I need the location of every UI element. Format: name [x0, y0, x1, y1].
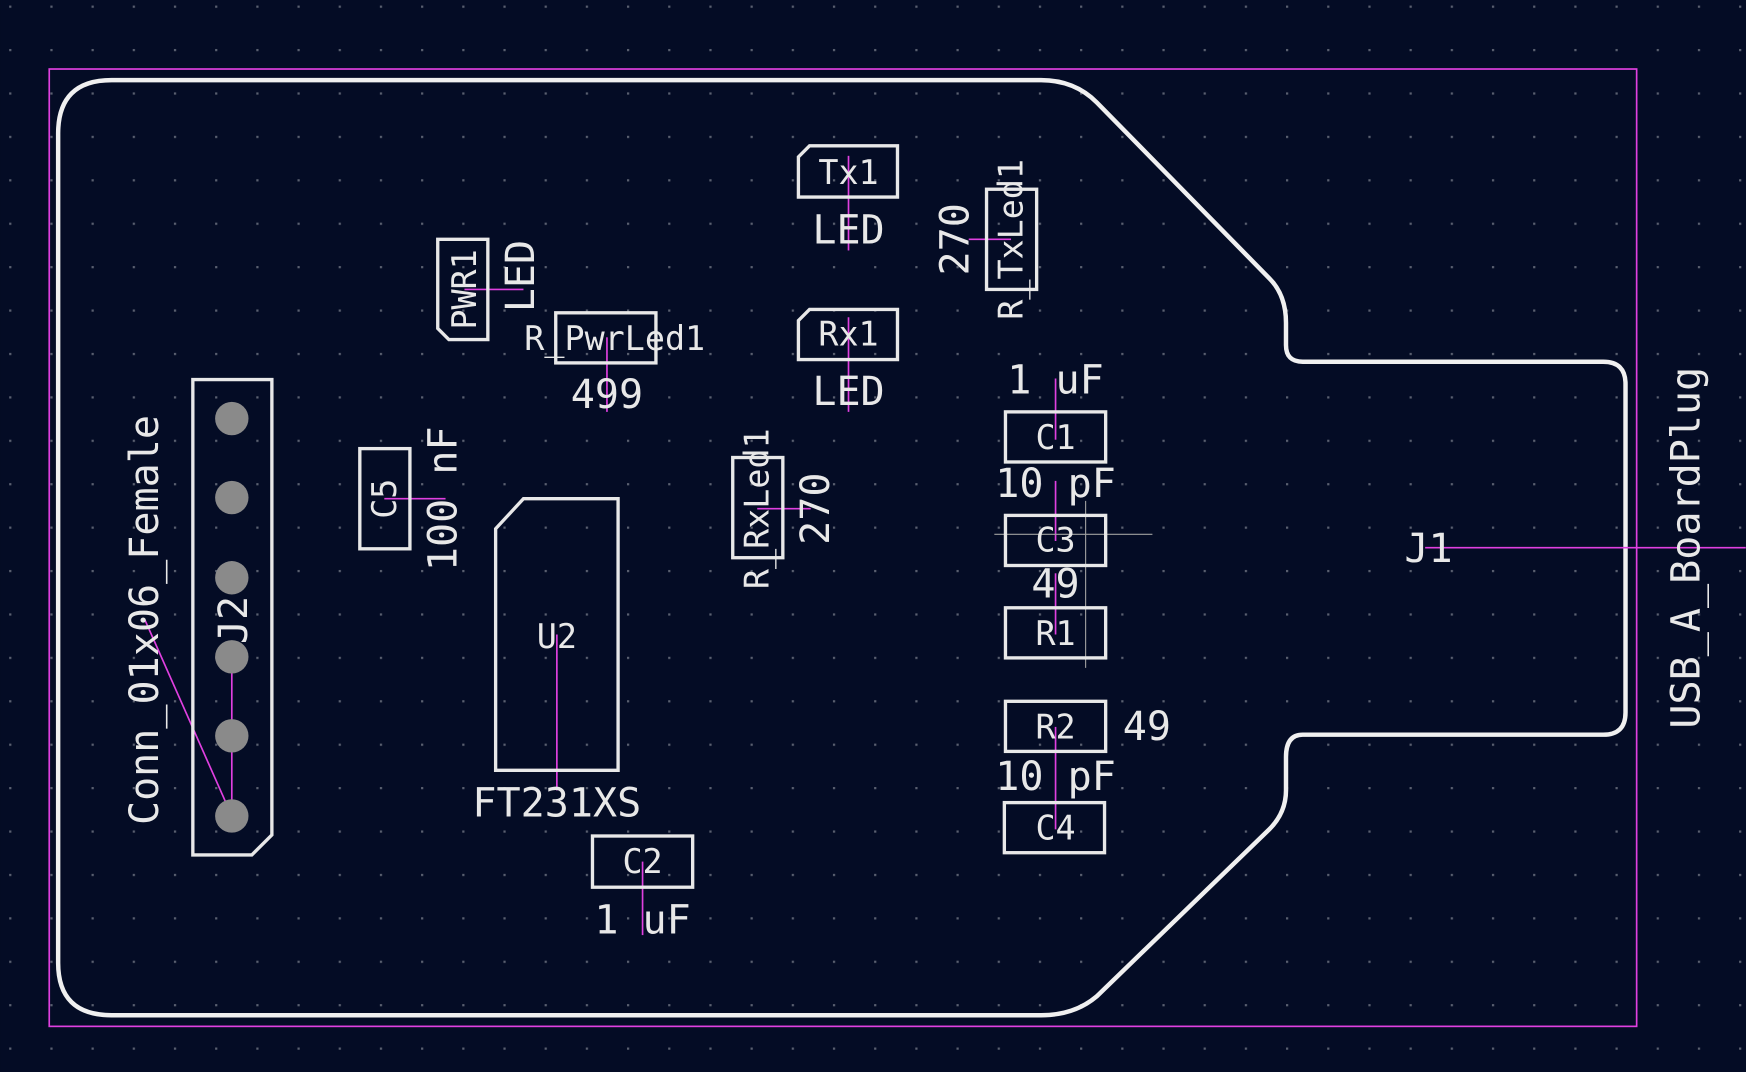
u2-value: FT231XS — [472, 781, 641, 827]
c5-value: 100 nF — [420, 426, 466, 571]
j1-ref: J1 — [1404, 526, 1452, 572]
r-txled1-ref: R_TxLed1 — [992, 159, 1032, 320]
r-pwrled1-ref: R_PwrLed1 — [524, 319, 705, 359]
board-outline[interactable] — [55, 77, 1628, 1018]
c3-ref: C3 — [1035, 520, 1075, 559]
j2-footprint[interactable] — [191, 377, 274, 857]
j1-value: USB_A_BoardPlug — [1664, 367, 1710, 729]
pad[interactable] — [215, 719, 249, 753]
c5-footprint[interactable] — [358, 446, 412, 551]
pad[interactable] — [215, 640, 249, 674]
r1-ref: R1 — [1035, 614, 1075, 653]
j2-pads — [215, 401, 249, 833]
pad[interactable] — [215, 480, 249, 515]
r2-value: 49 — [1123, 704, 1171, 750]
rx1-footprint[interactable] — [796, 307, 900, 362]
r2-footprint[interactable] — [1003, 699, 1108, 754]
pad[interactable] — [215, 799, 249, 833]
tx1-footprint[interactable] — [796, 144, 900, 199]
r-rxled1-ref: R_RxLed1 — [738, 428, 778, 589]
r-rxled1-footprint[interactable] — [731, 455, 785, 560]
c3-footprint[interactable] — [1003, 513, 1108, 568]
c4-value: 10 pF — [995, 754, 1116, 800]
c2-footprint[interactable] — [590, 834, 695, 889]
r-pwrled1-footprint[interactable] — [554, 311, 658, 365]
pad[interactable] — [215, 401, 249, 436]
rx1-value: LED — [812, 369, 884, 415]
c2-value: 1 uF — [594, 898, 690, 944]
c3-value: 10 pF — [995, 461, 1116, 507]
pad[interactable] — [215, 561, 249, 595]
c5-ref: C5 — [365, 479, 404, 519]
j2-ref: J2 — [211, 596, 257, 644]
r1-footprint[interactable] — [1003, 606, 1108, 660]
pwr1-value: LED — [498, 240, 544, 312]
r2-ref: R2 — [1035, 707, 1075, 746]
c1-ref: C1 — [1035, 418, 1075, 457]
c4-ref: C4 — [1035, 809, 1075, 848]
pwr1-footprint[interactable] — [436, 237, 490, 342]
r-rxled1-value: 270 — [793, 473, 839, 545]
u2-ref: U2 — [537, 617, 577, 656]
tx1-value: LED — [812, 207, 884, 253]
tx1-ref: Tx1 — [818, 153, 878, 192]
j2-value: Conn_01x06_Female — [122, 415, 168, 825]
c1-value: 1 uF — [1007, 358, 1103, 404]
u2-footprint[interactable] — [493, 497, 620, 772]
c2-ref: C2 — [622, 842, 662, 881]
r-txled1-value: 270 — [932, 203, 978, 275]
pwr1-ref: PWR1 — [445, 249, 484, 329]
rx1-ref: Rx1 — [818, 314, 878, 353]
r-txled1-footprint[interactable] — [984, 187, 1039, 292]
c4-footprint[interactable] — [1002, 800, 1107, 855]
r1-value: 49 — [1031, 561, 1079, 607]
r-pwrled1-value: 499 — [571, 372, 643, 418]
c1-footprint[interactable] — [1003, 410, 1108, 464]
